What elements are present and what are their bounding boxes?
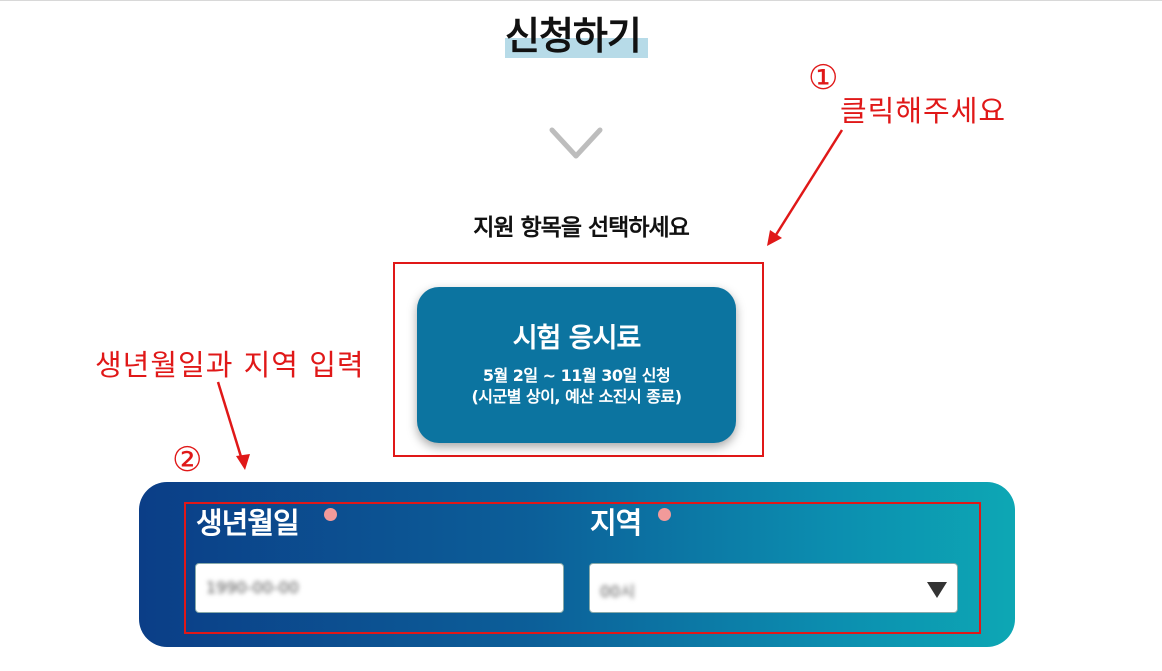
- down-arrow-icon: [549, 73, 603, 159]
- birth-date-input[interactable]: 1990-00-00: [195, 563, 564, 613]
- annotation-box-step2: [184, 502, 981, 634]
- fee-card-note: (시군별 상이, 예산 소진시 종료): [471, 387, 682, 406]
- top-divider: [0, 0, 1162, 1]
- region-label: 지역: [590, 506, 642, 540]
- annotation-box-step1: [393, 262, 764, 457]
- step2-arrow-icon: [216, 381, 244, 461]
- region-select[interactable]: 00시: [589, 563, 958, 613]
- dropdown-triangle-icon: [927, 582, 947, 598]
- step1-arrowhead-icon: [767, 230, 782, 246]
- region-value: 00시: [600, 582, 636, 601]
- exam-fee-button[interactable]: 시험 응시료 5월 2일 ~ 11월 30일 신청 (시군별 상이, 예산 소진…: [417, 287, 736, 443]
- birth-date-label: 생년월일: [196, 506, 300, 540]
- step1-arrow-icon: [772, 129, 844, 239]
- birth-date-value: 1990-00-00: [206, 578, 299, 597]
- page-title: 신청하기: [505, 14, 642, 58]
- step2-number-mark: ②: [172, 440, 204, 480]
- required-dot-icon: [324, 508, 337, 521]
- step2-arrowhead-icon: [236, 454, 250, 470]
- fee-card-period: 5월 2일 ~ 11월 30일 신청: [482, 366, 671, 385]
- section-subtitle: 지원 항목을 선택하세요: [473, 215, 690, 241]
- step2-instruction: 생년월일과 지역 입력: [95, 348, 365, 382]
- step1-number-mark: ①: [808, 58, 840, 98]
- fee-card-title: 시험 응시료: [512, 323, 642, 354]
- required-dot-icon: [658, 508, 671, 521]
- title-highlight: [505, 38, 648, 58]
- step1-instruction: 클릭해주세요: [840, 94, 1007, 128]
